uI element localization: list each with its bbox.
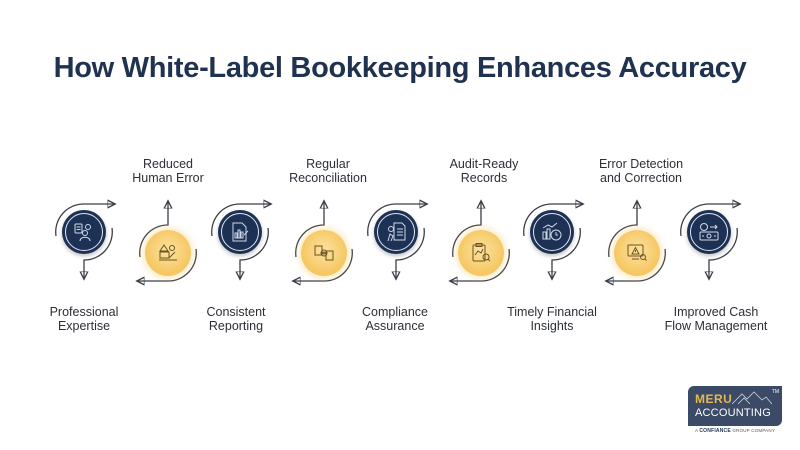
arc-arrow-9b [709,227,738,278]
arc-arrow-7b [552,227,581,278]
cash-flow-money-icon [699,223,719,241]
arc-arrow-2 [139,202,168,258]
step-node-consistent-reporting [218,210,262,254]
person-checklist-icon [387,222,406,242]
monitor-alert-search-icon [627,244,647,261]
arc-arrow-8b [607,248,666,281]
step-node-professional-expertise [62,210,106,254]
arc-arrow-4 [295,202,324,258]
report-chart-document-icon [232,222,249,242]
step-node-compliance-assurance [374,210,418,254]
documents-gear-reconcile-icon [314,245,334,261]
step-node-regular-reconciliation [301,230,347,276]
logo-subtitle: A CONFIANCE GROUP COMPANY [694,428,776,434]
expert-person-gear-icon [74,223,91,242]
arc-arrow-5 [367,204,426,237]
arc-arrow-6b [451,248,510,281]
arc-arrow-3b [240,227,269,278]
step-node-audit-ready-records [458,230,504,276]
arc-arrow-1 [55,204,114,237]
logo-brand-bottom: ACCOUNTING [695,407,771,419]
arc-arrow-5b [396,227,425,278]
step-node-reduced-human-error [145,230,191,276]
step-node-error-detection-correction [614,230,660,276]
arc-arrow-1b [84,227,113,278]
logo-trademark: TM [771,389,779,395]
page-title: How White-Label Bookkeeping Enhances Acc… [53,52,747,84]
arc-arrow-9 [680,204,739,237]
step-node-timely-financial-insights [530,210,574,254]
person-desk-warning-icon [159,244,177,261]
arc-arrow-6 [452,202,481,258]
arc-arrow-2b [138,248,197,281]
logo-brand-top: MERU [695,392,733,406]
step-node-improved-cash-flow [687,210,731,254]
chart-clock-icon [542,222,562,241]
meru-accounting-logo: MERU TM ACCOUNTING [688,386,782,426]
clipboard-magnifier-icon [472,243,491,262]
arc-arrow-4b [294,248,353,281]
arc-arrow-8 [608,202,637,258]
arc-arrow-3 [211,204,270,237]
mountain-peaks-icon [732,391,772,405]
arc-arrow-7 [523,204,582,237]
